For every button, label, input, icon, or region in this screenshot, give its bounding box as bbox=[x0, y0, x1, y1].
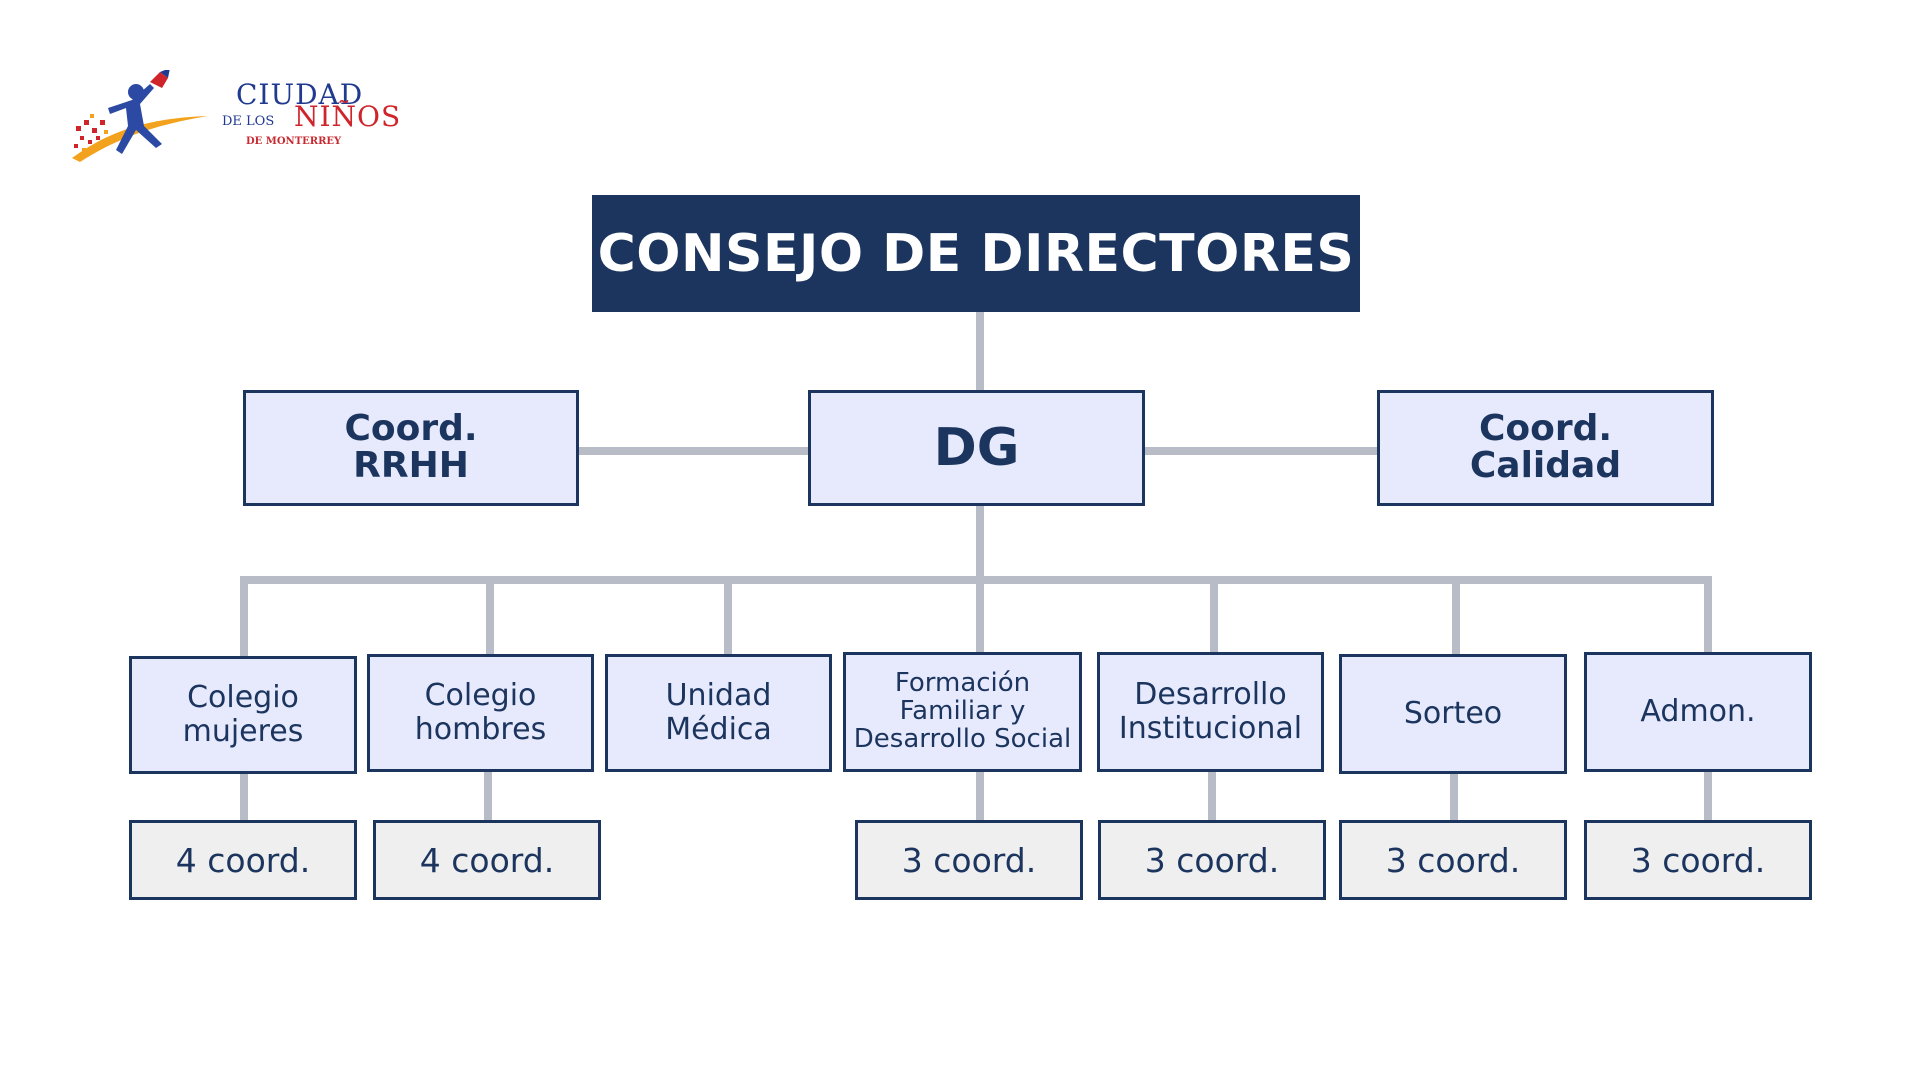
connector-top-to-dg bbox=[976, 310, 984, 390]
logo-line2b: NIÑOS bbox=[294, 100, 402, 133]
department-label-line1: Colegio bbox=[424, 678, 537, 714]
coord-rrhh-line1: Coord. bbox=[344, 408, 478, 450]
logo-line1: CIUDAD bbox=[236, 78, 364, 111]
coord-count-label: 3 coord. bbox=[1144, 840, 1280, 880]
connector-drop-7 bbox=[1704, 576, 1712, 656]
dg-box: DG bbox=[808, 390, 1145, 506]
connector-dg-to-bus bbox=[976, 505, 984, 585]
connector-dg-to-rrhh bbox=[578, 447, 810, 455]
connector-drop-6 bbox=[1452, 576, 1460, 658]
connector-drop-2 bbox=[486, 576, 494, 656]
coord-count-label: 4 coord. bbox=[419, 840, 555, 880]
coord-rrhh-line2: RRHH bbox=[353, 445, 469, 486]
coord-count-box-2: 4 coord. bbox=[373, 820, 601, 900]
department-label-line1: Unidad bbox=[665, 678, 772, 714]
coord-count-box-7: 3 coord. bbox=[1584, 820, 1812, 900]
coord-count-box-4: 3 coord. bbox=[855, 820, 1083, 900]
department-label-line1: Sorteo bbox=[1403, 696, 1503, 732]
department-label-line1: Formación bbox=[894, 668, 1031, 699]
connector-coord-6 bbox=[1450, 772, 1458, 822]
connector-coord-1 bbox=[240, 772, 248, 822]
coord-count-box-1: 4 coord. bbox=[129, 820, 357, 900]
connector-coord-5 bbox=[1208, 770, 1216, 822]
coord-count-box-6: 3 coord. bbox=[1339, 820, 1567, 900]
coord-count-label: 3 coord. bbox=[1385, 840, 1521, 880]
department-label-line1: Admon. bbox=[1640, 694, 1756, 730]
department-box-formacion-familiar: Formación Familiar y Desarrollo Social bbox=[843, 652, 1082, 772]
logo-line2a: DE LOS bbox=[222, 114, 275, 129]
connector-drop-4 bbox=[976, 576, 984, 654]
coord-count-label: 3 coord. bbox=[901, 840, 1037, 880]
department-label-line1: Desarrollo bbox=[1134, 677, 1287, 713]
board-of-directors-label: CONSEJO DE DIRECTORES bbox=[597, 223, 1355, 284]
coord-calidad-line2: Calidad bbox=[1469, 445, 1622, 486]
connector-coord-2 bbox=[484, 770, 492, 822]
board-of-directors-box: CONSEJO DE DIRECTORES bbox=[592, 195, 1360, 312]
connector-drop-5 bbox=[1210, 576, 1218, 656]
coord-rrhh-box: Coord. RRHH bbox=[243, 390, 579, 506]
logo-line3: DE MONTERREY bbox=[246, 136, 342, 147]
department-label-line3: Desarrollo Social bbox=[853, 723, 1072, 754]
coord-calidad-line1: Coord. bbox=[1478, 408, 1613, 450]
connector-drop-3 bbox=[724, 576, 732, 656]
coord-calidad-box: Coord. Calidad bbox=[1377, 390, 1714, 506]
department-box-sorteo: Sorteo bbox=[1339, 654, 1567, 774]
coord-count-box-5: 3 coord. bbox=[1098, 820, 1326, 900]
running-child-with-flag-icon bbox=[72, 70, 208, 162]
department-label-line2: Familiar y bbox=[899, 696, 1026, 727]
dg-label: DG bbox=[933, 418, 1020, 478]
connector-coord-7 bbox=[1704, 770, 1712, 822]
department-label-line2: mujeres bbox=[182, 714, 304, 749]
department-box-unidad-medica: Unidad Médica bbox=[605, 654, 832, 772]
connector-drop-1 bbox=[240, 576, 248, 658]
department-label-line1: Colegio bbox=[187, 680, 299, 716]
department-box-colegio-mujeres: Colegio mujeres bbox=[129, 656, 357, 774]
coord-count-label: 3 coord. bbox=[1630, 840, 1766, 880]
department-label-line2: Institucional bbox=[1118, 711, 1303, 746]
connector-dg-to-calidad bbox=[1144, 447, 1380, 455]
coord-count-label: 4 coord. bbox=[175, 840, 311, 880]
department-label-line2: hombres bbox=[414, 712, 547, 747]
department-box-desarrollo-institucional: Desarrollo Institucional bbox=[1097, 652, 1324, 772]
logo: CIUDAD DE LOS NIÑOS DE MONTERREY bbox=[70, 70, 400, 170]
department-box-admon: Admon. bbox=[1584, 652, 1812, 772]
connector-coord-4 bbox=[976, 770, 984, 822]
department-label-line2: Médica bbox=[665, 712, 772, 747]
department-box-colegio-hombres: Colegio hombres bbox=[367, 654, 594, 772]
